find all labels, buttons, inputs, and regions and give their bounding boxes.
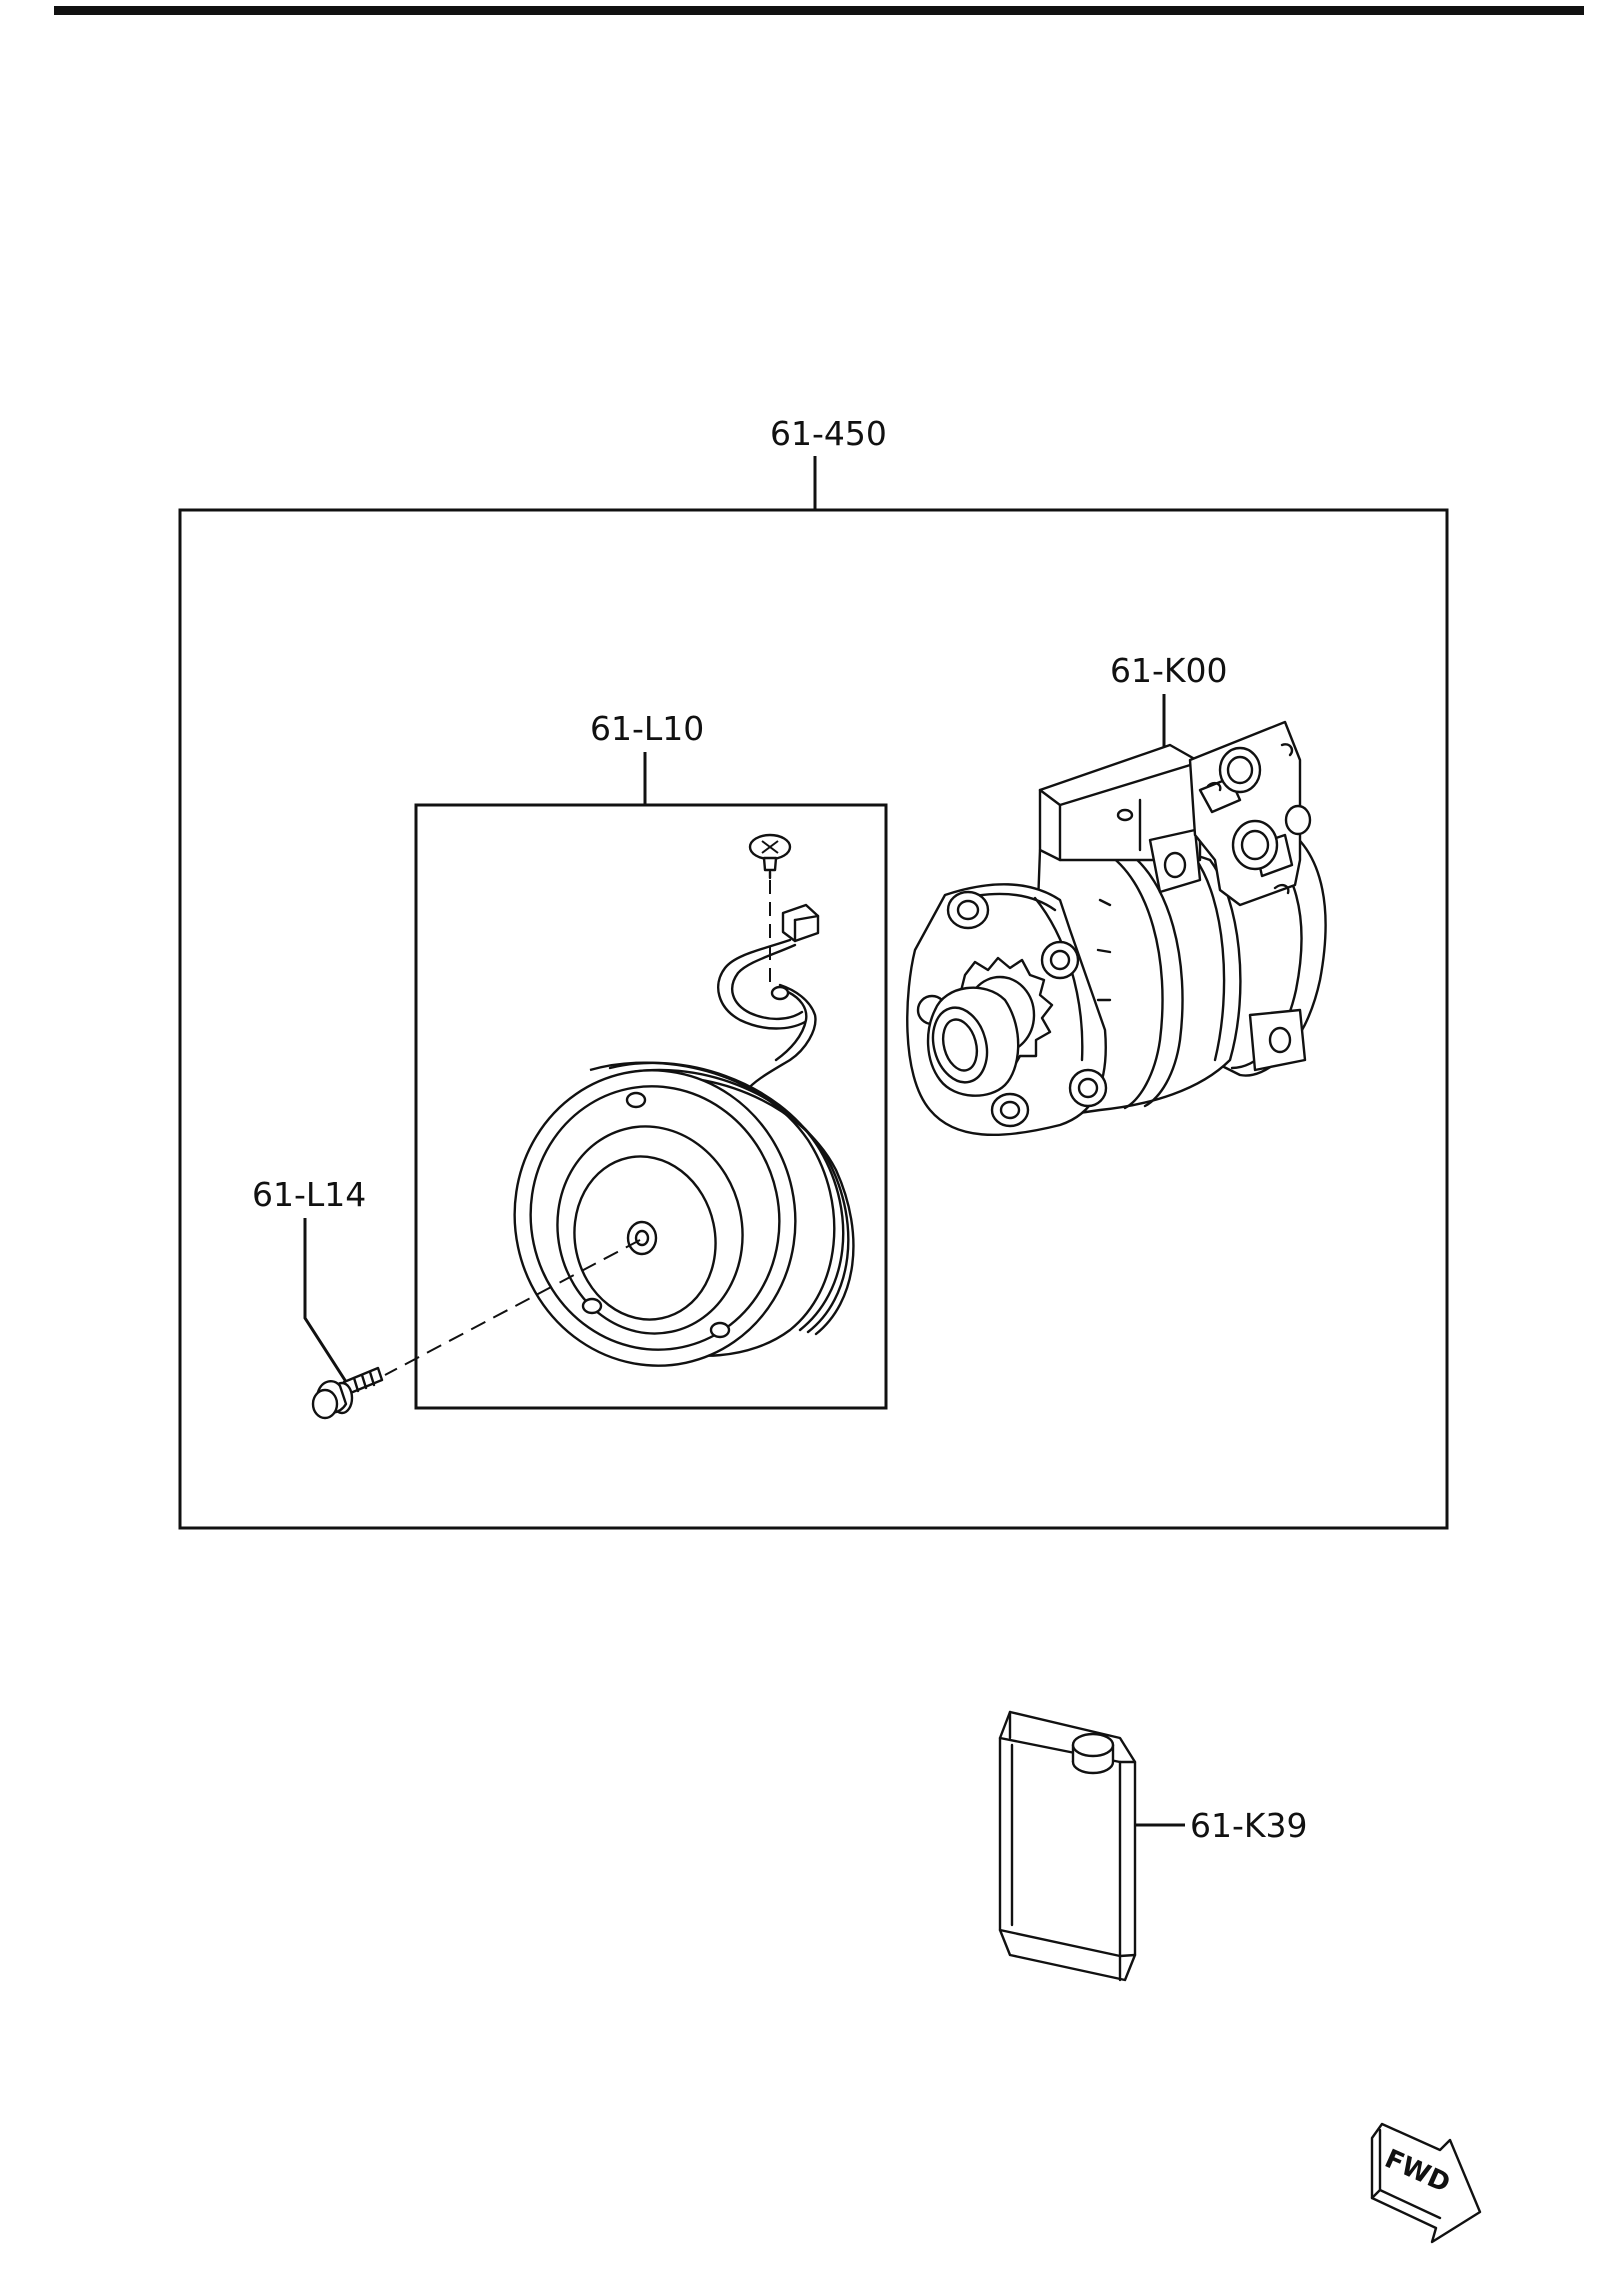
connector-plug: [781, 903, 820, 943]
fwd-arrow: FWD: [1370, 2122, 1482, 2244]
assembly-frame: [178, 508, 1449, 1530]
ground-screw: [748, 833, 792, 880]
clutch-axis: [384, 1239, 641, 1376]
clutch-frame: [414, 803, 888, 1410]
bolt-group: 61-L14: [252, 1175, 384, 1420]
assembly-group: 61-450: [178, 414, 1449, 1530]
callout-oil: 61-K39: [1190, 1806, 1308, 1845]
clutch-pulley: [513, 1061, 855, 1367]
ac-compressor: [906, 720, 1327, 1136]
callout-compressor: 61-K00: [1110, 651, 1228, 690]
oil-group: 61-K39: [998, 1710, 1308, 1982]
clutch-group: 61-L10: [384, 709, 888, 1410]
compressor-group: 61-K00: [906, 651, 1327, 1136]
oil-can: [998, 1710, 1137, 1982]
lead-wire: [717, 938, 817, 1112]
callout-assembly: 61-450: [770, 414, 887, 453]
header-rule: [54, 6, 1584, 15]
callout-bolt: 61-L14: [252, 1175, 366, 1214]
clutch-bolt: [311, 1366, 384, 1420]
leader-bolt: [303, 1218, 352, 1389]
callout-clutch: 61-L10: [590, 709, 704, 748]
